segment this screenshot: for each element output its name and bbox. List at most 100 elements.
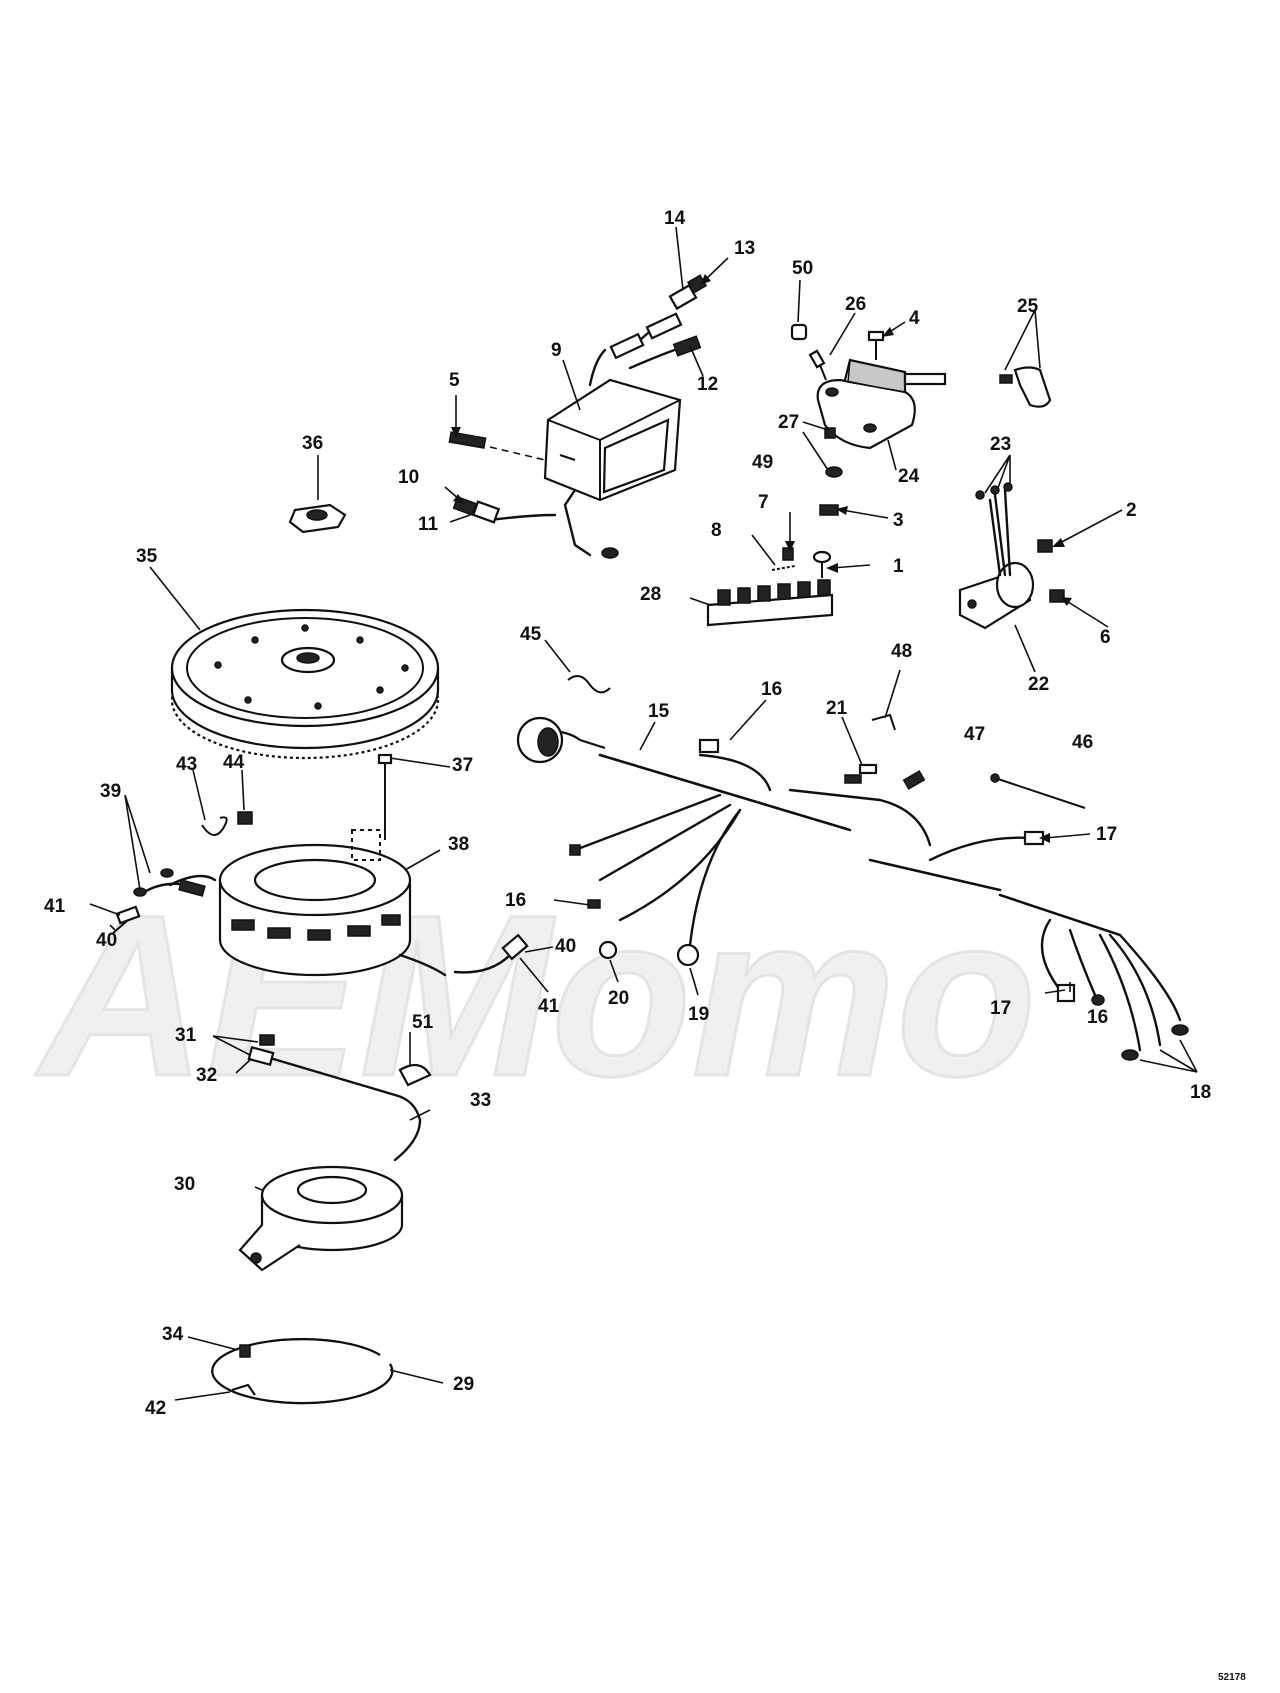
clamp-51 — [398, 1063, 432, 1087]
callout-4: 4 — [909, 308, 920, 329]
ignition-coil — [816, 358, 947, 450]
callout-14: 14 — [664, 208, 686, 229]
callout-36: 36 — [302, 433, 323, 454]
callout-11: 11 — [418, 514, 439, 535]
callout-28: 28 — [640, 584, 661, 605]
clip-45 — [567, 675, 611, 694]
stator — [218, 843, 447, 977]
jumper-8 — [771, 565, 796, 571]
rectifier — [958, 482, 1035, 630]
callout-35: 35 — [136, 546, 158, 567]
screw-7 — [782, 547, 794, 561]
callout-29: 29 — [453, 1374, 474, 1395]
drawing-code: 52178 — [1218, 1672, 1246, 1683]
callout-25: 25 — [1017, 296, 1039, 317]
callout-22: 22 — [1028, 674, 1049, 695]
callout-16-right: 16 — [1087, 1007, 1108, 1028]
callout-7: 7 — [758, 492, 769, 513]
callout-50: 50 — [792, 258, 813, 279]
callout-47: 47 — [964, 724, 985, 745]
ground-clip-27 — [824, 427, 836, 439]
clip-48 — [871, 713, 896, 731]
timer-base — [238, 1165, 404, 1272]
callout-5: 5 — [449, 370, 460, 391]
power-pack — [488, 318, 682, 559]
callout-39: 39 — [100, 781, 121, 802]
callout-6: 6 — [1100, 627, 1111, 648]
leader-lines — [89, 226, 1198, 1401]
callout-21: 21 — [826, 698, 848, 719]
callout-41-left: 41 — [44, 896, 66, 917]
callout-19: 19 — [688, 1004, 709, 1025]
callout-labels: 1 2 3 4 5 6 7 8 9 10 11 12 13 14 15 16 1… — [44, 208, 1211, 1419]
probe-46 — [990, 773, 1086, 809]
callout-16-top: 16 — [761, 679, 782, 700]
callout-30: 30 — [174, 1174, 195, 1195]
terminal-26 — [808, 349, 827, 381]
callout-45: 45 — [520, 624, 542, 645]
callout-18: 18 — [1190, 1082, 1211, 1103]
callout-33: 33 — [470, 1090, 491, 1111]
stator-bolt — [351, 753, 393, 861]
sensor-lead — [247, 1034, 422, 1162]
callout-48: 48 — [891, 641, 912, 662]
clip-44 — [237, 811, 253, 825]
callout-26: 26 — [845, 294, 866, 315]
callout-15: 15 — [648, 701, 670, 722]
callout-44: 44 — [223, 752, 245, 773]
callout-41-right: 41 — [538, 996, 560, 1017]
stator-leads — [111, 868, 529, 974]
watermark-text: AEMomo — [35, 867, 1037, 1124]
callout-8: 8 — [711, 520, 722, 541]
watermark: AEMomo — [34, 866, 1039, 1126]
callout-17-top: 17 — [1096, 824, 1117, 845]
callout-2: 2 — [1126, 500, 1137, 521]
callout-10: 10 — [398, 467, 419, 488]
clip-43 — [201, 816, 228, 836]
callout-31: 31 — [175, 1025, 197, 1046]
connector-21 — [858, 763, 878, 775]
callout-3: 3 — [893, 510, 904, 531]
screw-2 — [1037, 539, 1053, 553]
callout-38: 38 — [448, 834, 469, 855]
callout-49: 49 — [752, 452, 773, 473]
callout-20: 20 — [608, 988, 629, 1009]
harness-leads — [569, 738, 1189, 1061]
spark-plug-boot-25 — [999, 366, 1052, 408]
wiring-harness — [516, 716, 1182, 1052]
retainer-ring — [211, 1338, 394, 1405]
callout-34: 34 — [162, 1324, 184, 1345]
callout-43: 43 — [176, 754, 197, 775]
callout-16-left: 16 — [505, 890, 526, 911]
callout-17-bottom: 17 — [990, 998, 1011, 1019]
connector-12 — [672, 335, 702, 357]
callout-9: 9 — [551, 340, 562, 361]
callout-13: 13 — [734, 238, 755, 259]
terminal-block — [706, 579, 834, 627]
callout-23: 23 — [990, 434, 1011, 455]
callout-40-left: 40 — [96, 930, 117, 951]
cap-50 — [790, 323, 808, 341]
coil-screw-4 — [867, 330, 885, 360]
callout-37: 37 — [452, 755, 473, 776]
clip-42 — [231, 1383, 256, 1396]
callout-40-right: 40 — [555, 936, 576, 957]
washer-49 — [825, 466, 843, 478]
callout-27: 27 — [778, 412, 799, 433]
callout-32: 32 — [196, 1065, 217, 1086]
flywheel-nut — [288, 503, 347, 534]
callout-1: 1 — [893, 556, 904, 577]
callout-24: 24 — [898, 466, 920, 487]
callout-42: 42 — [145, 1398, 166, 1419]
screw-6 — [1049, 589, 1065, 603]
callout-12: 12 — [697, 374, 718, 395]
clip-47 — [902, 770, 926, 790]
callout-51: 51 — [412, 1012, 434, 1033]
screw-34 — [239, 1344, 251, 1358]
power-pack-screw — [448, 431, 546, 461]
callout-46: 46 — [1072, 732, 1093, 753]
flywheel — [170, 608, 440, 760]
terminal-3 — [819, 504, 839, 516]
